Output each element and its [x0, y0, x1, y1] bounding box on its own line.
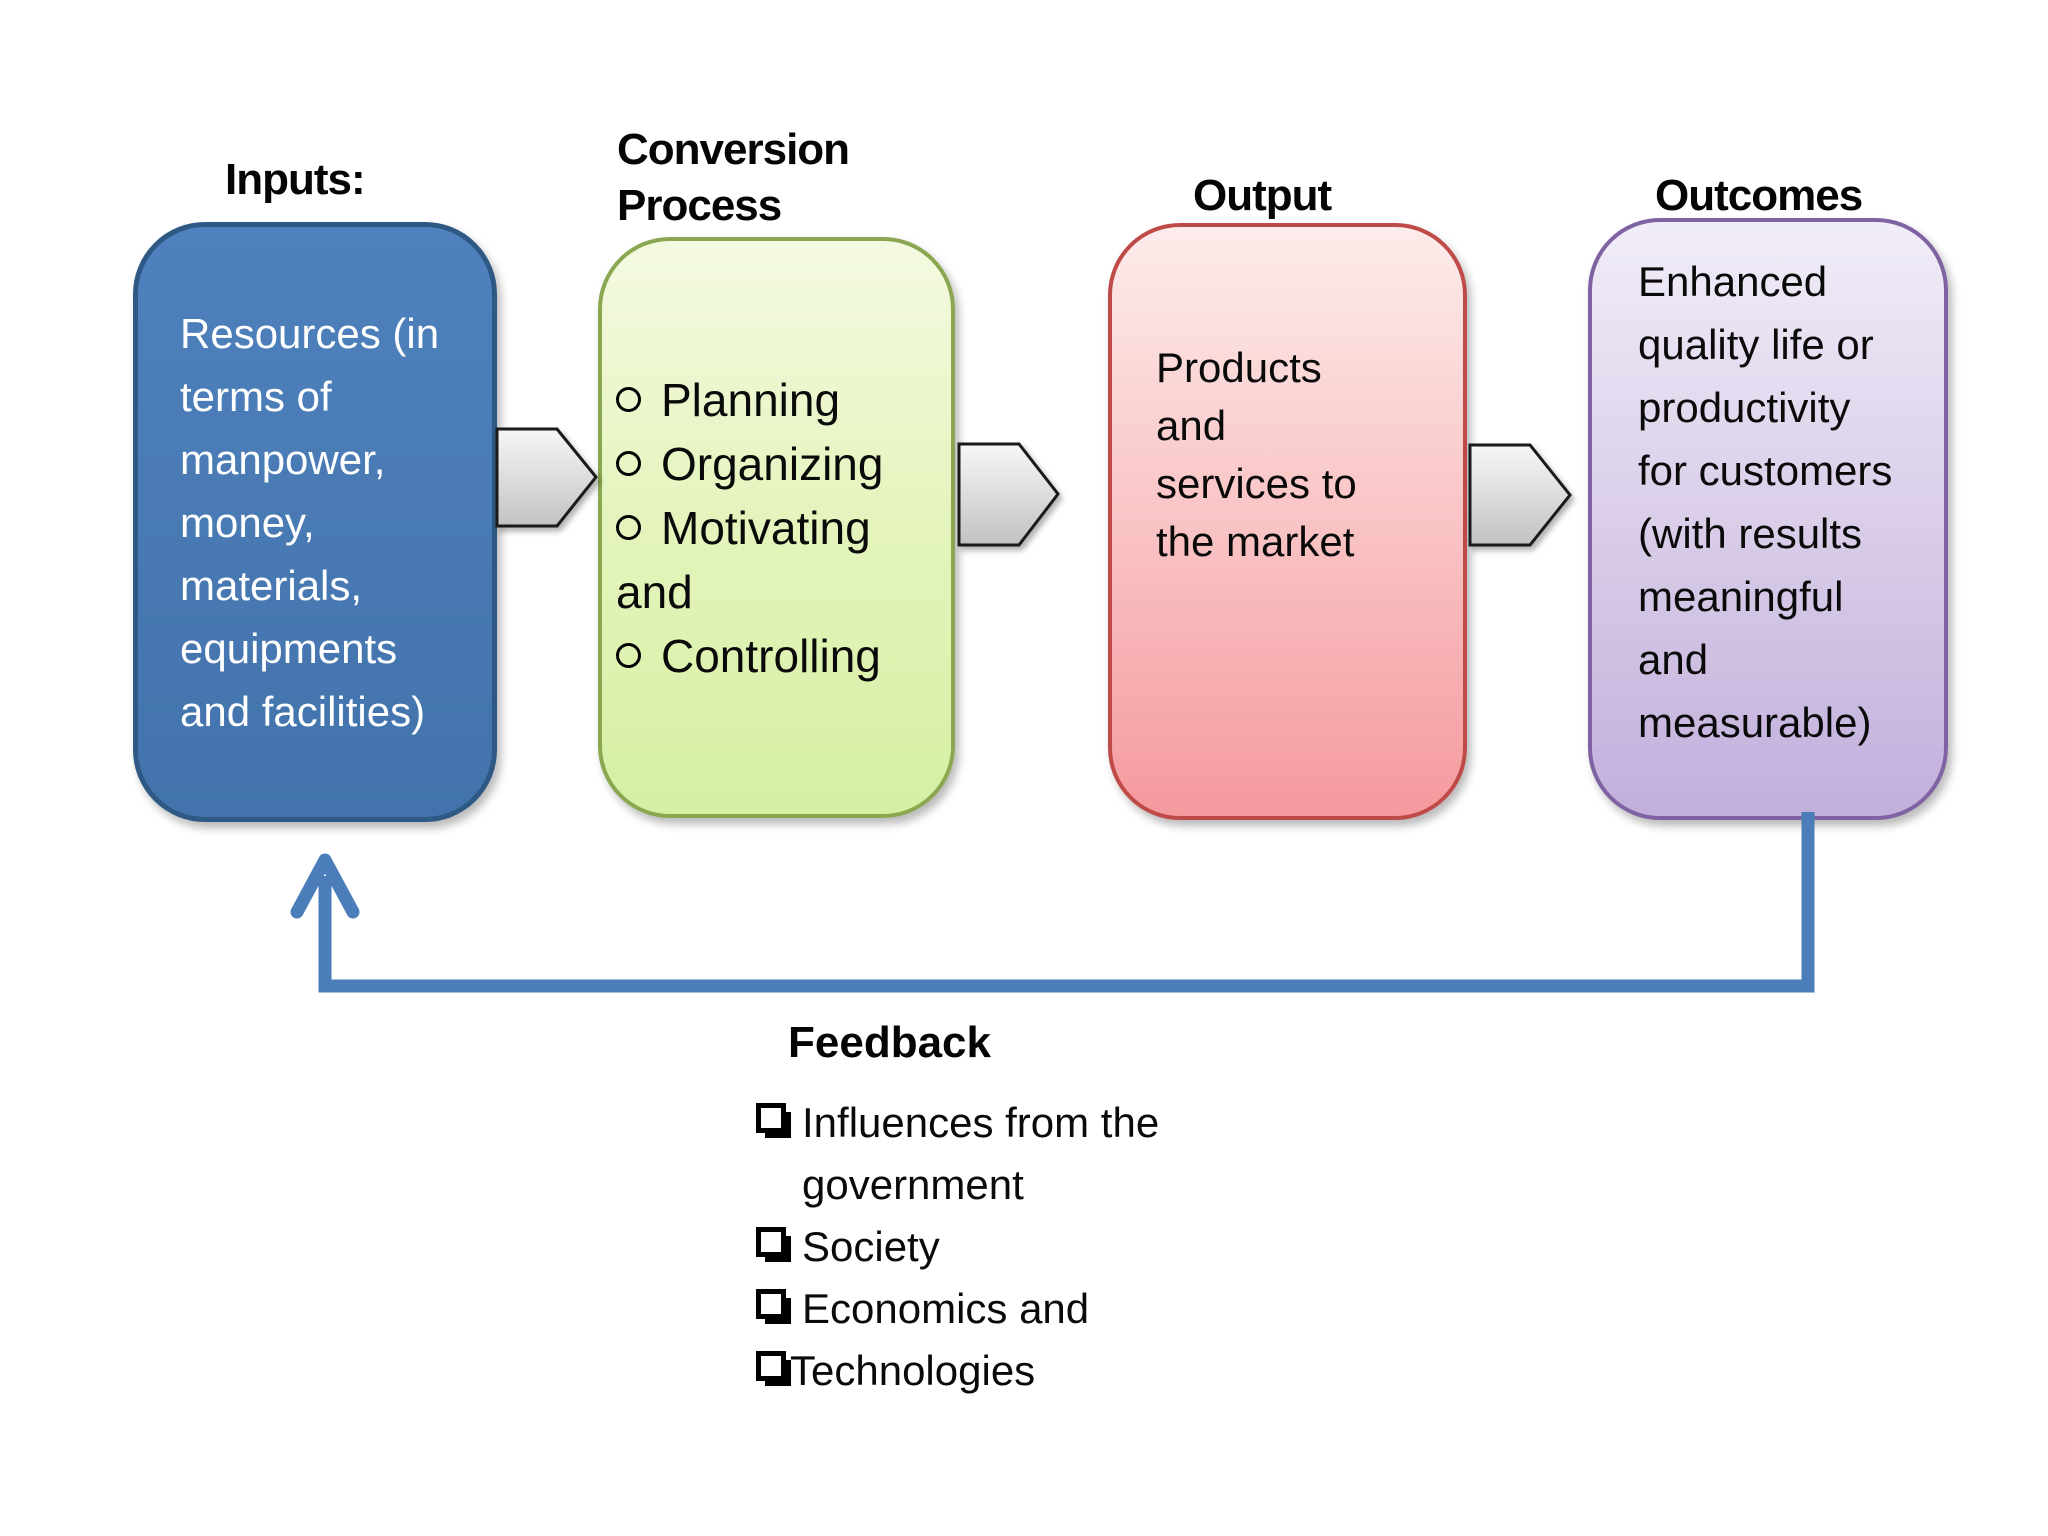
circle-bullet-icon	[616, 386, 641, 412]
checkbox-icon	[756, 1351, 786, 1381]
output-box: Products and services to the market	[1108, 223, 1467, 820]
checkbox-icon	[756, 1227, 786, 1257]
bullet-list-item-label: Controlling	[661, 629, 881, 682]
feedback-title: Feedback	[788, 1018, 991, 1067]
checklist-item: Society	[756, 1216, 1159, 1278]
checklist-item: Technologies	[756, 1340, 1159, 1402]
stage-label-output: Output	[1193, 171, 1332, 220]
bullet-list-item: Controlling	[616, 624, 951, 688]
checklist-item: Influences from the government	[756, 1092, 1159, 1216]
bullet-list-item: and	[616, 560, 951, 624]
checkbox-icon	[756, 1289, 786, 1319]
conversion-process-box: Planning Organizing Motivating and Contr…	[598, 237, 955, 818]
flow-arrow-icon	[495, 427, 598, 528]
checklist-item: Economics and	[756, 1278, 1159, 1340]
feedback-checklist: Influences from the government Society E…	[756, 1092, 1159, 1402]
inputs-box: Resources (in terms of manpower, money, …	[133, 222, 497, 822]
circle-bullet-icon	[616, 514, 641, 540]
circle-bullet-icon	[616, 642, 641, 668]
checklist-item-label: Society	[802, 1223, 940, 1270]
stage-label-conversion-process: Conversion Process	[617, 125, 850, 230]
output-box-text: Products and services to the market	[1156, 344, 1357, 565]
checkbox-icon	[756, 1103, 786, 1133]
bullet-list-item: Motivating	[616, 496, 951, 560]
bullet-list-item-label: and	[616, 565, 693, 618]
flow-arrow-icon	[1468, 443, 1572, 547]
bullet-list-item-label: Motivating	[661, 501, 871, 554]
bullet-list-item: Planning	[616, 368, 951, 432]
outcomes-box-text: Enhanced quality life or productivity fo…	[1638, 258, 1893, 746]
bullet-list-item-label: Planning	[661, 373, 841, 426]
checklist-item-label: Economics and	[802, 1285, 1090, 1332]
stage-label-inputs: Inputs:	[225, 155, 366, 204]
checklist-item-label: Technologies	[790, 1347, 1036, 1394]
outcomes-box: Enhanced quality life or productivity fo…	[1588, 218, 1948, 820]
circle-bullet-icon	[616, 450, 641, 476]
flow-arrow-icon	[957, 442, 1060, 547]
bullet-list-item: Organizing	[616, 432, 951, 496]
stage-label-outcomes: Outcomes	[1655, 171, 1863, 220]
bullet-list-item-label: Organizing	[661, 437, 884, 490]
checklist-item-label: Influences from the government	[802, 1099, 1160, 1208]
inputs-box-text: Resources (in terms of manpower, money, …	[180, 309, 440, 735]
